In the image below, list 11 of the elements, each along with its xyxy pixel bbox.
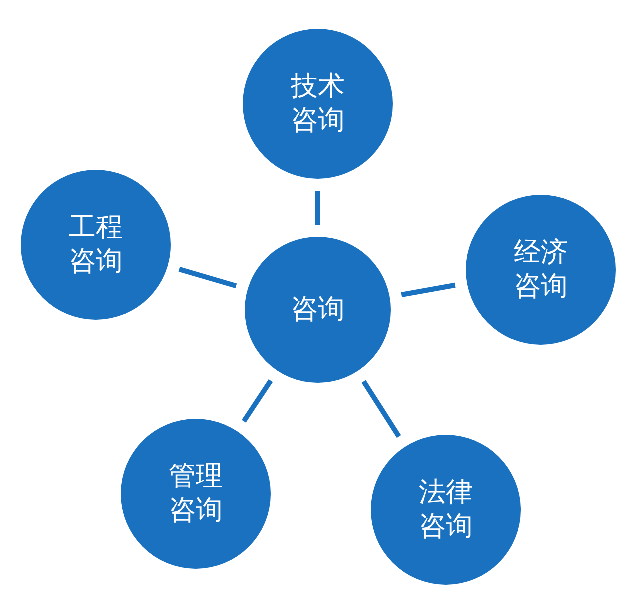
connector-line [316, 191, 320, 225]
node-label: 技术咨询 [290, 70, 346, 138]
connector-line [401, 282, 456, 298]
node-label: 咨询 [290, 293, 346, 327]
node-label: 法律咨询 [418, 476, 474, 544]
node-label: 管理咨询 [168, 460, 224, 528]
connector-line [242, 379, 274, 423]
node-label: 经济咨询 [513, 236, 569, 304]
node-label: 工程咨询 [68, 211, 124, 279]
connector-line [178, 267, 238, 289]
connector-line [362, 380, 402, 438]
